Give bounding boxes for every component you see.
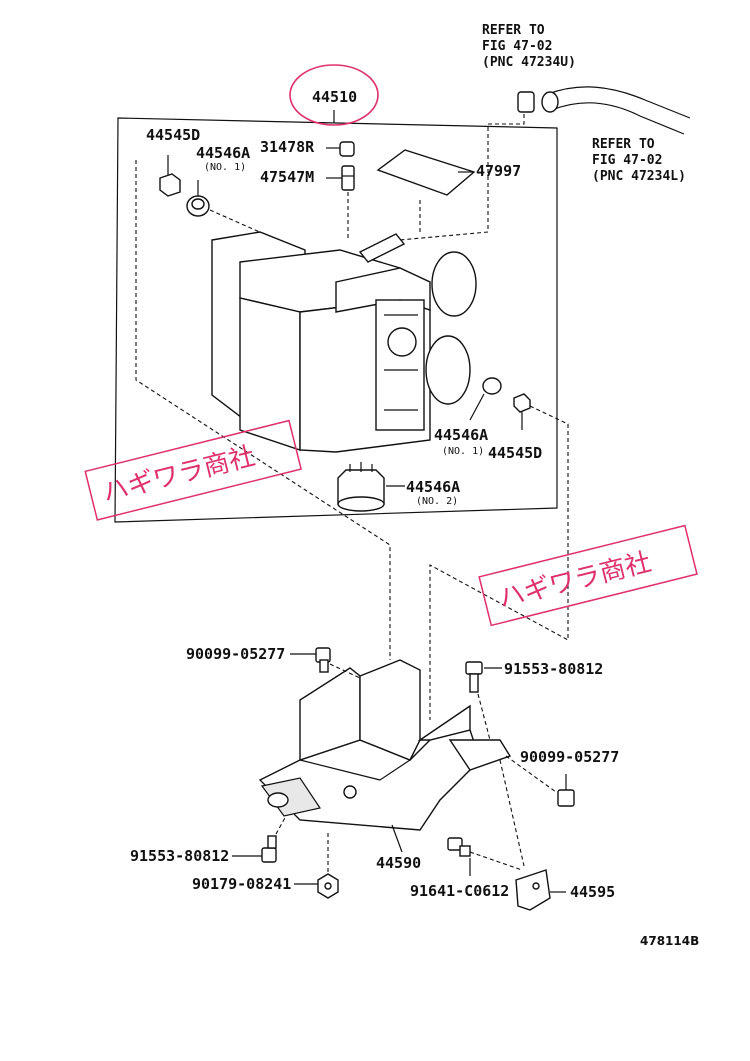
assembly-frame xyxy=(114,117,558,523)
bolt-90099-05277-left xyxy=(315,647,331,673)
note-no1-upper: (NO. 1) xyxy=(204,162,246,173)
ref-top-line2: FIG 47-02 xyxy=(482,39,552,54)
nipple-47547M xyxy=(341,165,355,191)
label-90099-05277-right: 90099-05277 xyxy=(520,748,619,766)
label-44546A-bottom: 44546A xyxy=(406,478,460,496)
grommet-right xyxy=(482,377,502,395)
label-91553-80812-right: 91553-80812 xyxy=(504,660,603,678)
label-91641-C0612: 91641-C0612 xyxy=(410,882,509,900)
abs-actuator-44510 xyxy=(211,231,477,453)
ref-right-line2: FIG 47-02 xyxy=(592,153,662,168)
bracket-44590 xyxy=(258,659,512,831)
ref-right-line1: REFER TO xyxy=(592,137,655,152)
label-44545D-upper: 44545D xyxy=(146,126,200,144)
label-90099-05277-left: 90099-05277 xyxy=(186,645,285,663)
label-90179-08241: 90179-08241 xyxy=(192,875,291,893)
label-44546A-upper: 44546A xyxy=(196,144,250,162)
brake-hose xyxy=(399,86,691,241)
ref-right-line3: (PNC 47234L) xyxy=(592,169,686,184)
watermark-2: ハギワラ商社 xyxy=(478,524,698,627)
label-44510: 44510 xyxy=(312,88,357,106)
valve-right xyxy=(513,393,531,413)
clamp-bracket-44595 xyxy=(515,869,551,911)
nut-90179-08241 xyxy=(317,873,339,899)
grommet-upper-left xyxy=(186,180,210,217)
bolt-91553-80812-left xyxy=(261,835,277,863)
cap-31478R xyxy=(339,141,355,157)
note-no2-bottom: (NO. 2) xyxy=(416,496,458,507)
label-44546A-right: 44546A xyxy=(434,426,488,444)
grommet-bottom xyxy=(337,462,385,512)
bolt-91553-80812-right xyxy=(465,661,483,693)
ref-top-line3: (PNC 47234U) xyxy=(482,55,576,70)
leader-44590 xyxy=(391,824,403,853)
valve-upper-left xyxy=(159,155,181,197)
bolt-90099-05277-right xyxy=(557,789,575,807)
label-91553-80812-left: 91553-80812 xyxy=(130,847,229,865)
highlight-circle xyxy=(289,64,379,126)
label-47547M: 47547M xyxy=(260,168,314,186)
watermark-1-text: ハギワラ商社 xyxy=(100,441,259,508)
label-31478R: 31478R xyxy=(260,138,315,156)
ref-top-line1: REFER TO xyxy=(482,23,545,38)
figure-number: 478114B xyxy=(640,934,699,948)
label-47997: 47997 xyxy=(476,162,521,180)
bolt-91641-C0612 xyxy=(447,837,471,857)
label-44595: 44595 xyxy=(570,883,615,901)
note-no1-right: (NO. 1) xyxy=(442,446,484,457)
label-44590: 44590 xyxy=(376,854,421,872)
label-44545D-right: 44545D xyxy=(488,444,542,462)
